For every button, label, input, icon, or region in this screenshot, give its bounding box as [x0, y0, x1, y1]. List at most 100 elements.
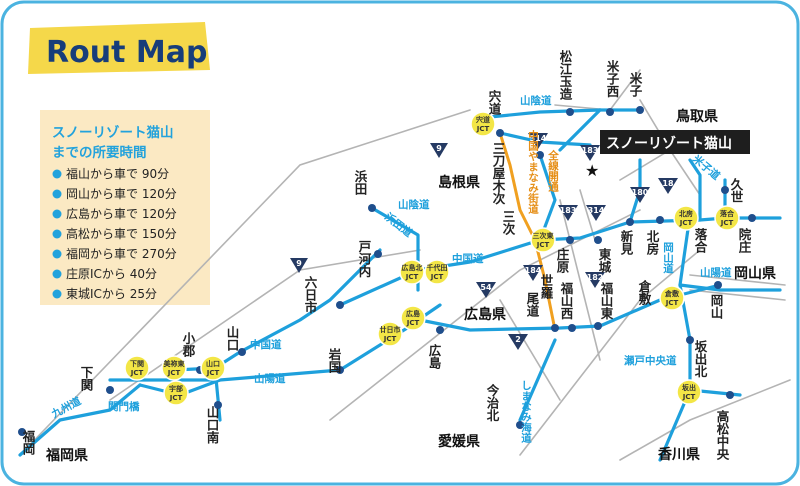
city-label: 小郡	[181, 331, 196, 358]
ic-node[interactable]	[656, 216, 664, 224]
bullet-icon	[52, 229, 62, 239]
ic-node[interactable]	[374, 250, 382, 258]
city-label: 今治北	[485, 383, 500, 422]
route-number: 54	[480, 283, 492, 292]
route-shield-9: 9	[290, 258, 308, 273]
ic-node[interactable]	[536, 151, 544, 159]
bullet-icon	[52, 289, 62, 299]
ic-node[interactable]	[594, 236, 602, 244]
info-title-line-1: スノーリゾート猫山	[52, 124, 174, 141]
road-label: 山陽道	[254, 372, 286, 385]
route-number: 184	[525, 266, 542, 275]
route-shield-180: 180	[630, 187, 650, 203]
jct-suffix: JCT	[430, 273, 444, 281]
city-label: 米子	[628, 71, 643, 98]
general-road	[499, 299, 561, 401]
jct-marker	[161, 355, 187, 381]
ic-node[interactable]	[214, 401, 222, 409]
ic-node[interactable]	[566, 236, 574, 244]
ic-node[interactable]	[368, 204, 376, 212]
jct-suffix: JCT	[476, 125, 490, 133]
ic-node[interactable]	[496, 129, 504, 137]
general-road	[519, 249, 701, 456]
jct-mine[interactable]: 美祢東 JCT	[161, 355, 187, 381]
general-road	[689, 289, 786, 301]
jct-label: 坂出	[682, 383, 696, 392]
jct-shinji[interactable]: 宍道 JCT	[470, 111, 496, 137]
jct-marker	[676, 379, 702, 405]
jct-suffix: JCT	[167, 369, 181, 377]
route-shield-2: 2	[508, 334, 528, 350]
ic-node[interactable]	[566, 108, 574, 116]
jct-suffix: JCT	[383, 335, 397, 343]
city-label: 庄原	[555, 247, 570, 274]
general-road	[689, 274, 786, 286]
matsue-link	[558, 108, 602, 152]
jct-suffix: JCT	[206, 369, 220, 377]
jct-hatsukaichi[interactable]: 廿日市 JCT	[377, 321, 403, 347]
jct-miyoshi-higashi[interactable]: 三次東 JCT	[530, 227, 556, 253]
ic-node[interactable]	[636, 106, 644, 114]
jct-yamaguchi[interactable]: 山口 JCT	[200, 355, 226, 381]
jct-hiroshima[interactable]: 広島 JCT	[400, 305, 426, 331]
ic-node[interactable]	[336, 366, 344, 374]
jct-hokubo[interactable]: 北房 JCT	[673, 205, 699, 231]
jct-ube[interactable]: 宇部 JCT	[163, 380, 189, 406]
jct-label: 廿日市	[380, 325, 401, 334]
ic-node[interactable]	[594, 322, 602, 330]
bullet-icon	[52, 209, 62, 219]
road-label: 中国やまなみ街道	[527, 129, 539, 215]
general-road	[19, 109, 471, 456]
bullet-icon	[52, 269, 62, 279]
road-label: 中国道	[452, 252, 484, 265]
jct-marker	[530, 227, 556, 253]
jct-shimonoseki[interactable]: 下関 JCT	[124, 355, 150, 381]
setochuo-road	[658, 283, 692, 462]
city-label: 坂出北	[693, 339, 708, 378]
map-title: Rout Map	[46, 35, 207, 70]
jct-label: 千代田	[427, 263, 448, 272]
route-shield-bg	[658, 178, 678, 194]
general-road	[559, 199, 601, 361]
route-shield-bg	[630, 187, 650, 203]
miyoshi-link	[538, 153, 557, 242]
city-label: 東城	[597, 247, 612, 274]
ic-node[interactable]	[436, 326, 444, 334]
ic-node[interactable]	[686, 336, 694, 344]
ic-node[interactable]	[516, 421, 524, 429]
route-shield-183: 183	[580, 145, 600, 161]
ic-node[interactable]	[238, 348, 246, 356]
route-number: 182	[587, 273, 604, 282]
city-label: 山口	[225, 325, 240, 352]
ic-node[interactable]	[18, 428, 26, 436]
ic-node[interactable]	[626, 218, 634, 226]
destination-marker[interactable]: ★ スノーリゾート猫山	[585, 130, 750, 180]
ic-node[interactable]	[551, 324, 559, 332]
ic-node[interactable]	[748, 214, 756, 222]
jct-hiroshima-kita[interactable]: 広島北 JCT	[399, 259, 425, 285]
ic-node[interactable]	[714, 281, 722, 289]
ic-node[interactable]	[721, 186, 729, 194]
city-label: 三刀屋木次	[491, 142, 506, 205]
jct-ochiai[interactable]: 落合 JCT	[714, 205, 740, 231]
route-shield-314: 314	[586, 205, 606, 221]
jct-label: 美祢東	[164, 359, 186, 368]
jct-kurashiki[interactable]: 倉敷 JCT	[659, 285, 685, 311]
route-shield-bg	[430, 143, 448, 158]
destination-label: スノーリゾート猫山	[606, 135, 732, 152]
ic-node[interactable]	[606, 108, 614, 116]
bullet-icon	[52, 189, 62, 199]
info-item: 福山から車で 90分	[66, 166, 169, 181]
ic-node[interactable]	[568, 324, 576, 332]
jct-marker	[424, 259, 450, 285]
bullet-icon	[52, 249, 62, 259]
ic-node[interactable]	[336, 301, 344, 309]
jct-suffix: JCT	[406, 319, 420, 327]
yamanami-kaido	[498, 131, 557, 332]
jct-chiyoda[interactable]: 千代田 JCT	[424, 259, 450, 285]
city-label: 岡山	[709, 294, 724, 320]
ic-node[interactable]	[106, 386, 114, 394]
jct-sakaide[interactable]: 坂出 JCT	[676, 379, 702, 405]
ic-node[interactable]	[726, 391, 734, 399]
